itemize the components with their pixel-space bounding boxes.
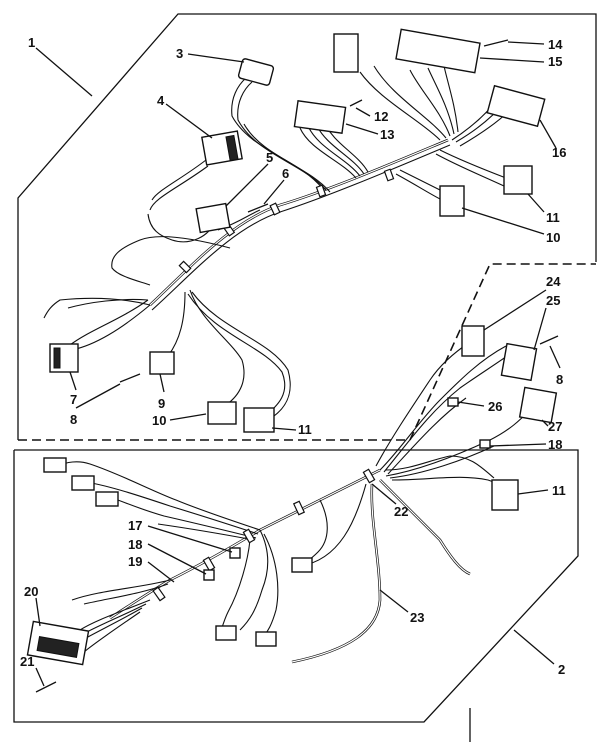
terminal-14 [483,39,509,47]
grommet-26 [447,397,459,407]
callout-18-left: 18 [128,537,142,552]
lower-leader-lines [35,289,561,687]
callout-3: 3 [176,46,183,61]
callout-26: 26 [488,399,502,414]
callout-18-right: 18 [548,437,562,452]
lower-harness-tie-bands [152,468,376,602]
callout-21: 21 [20,654,34,669]
upper-harness-tie-bands [178,168,395,274]
callout-11-right: 11 [546,210,560,225]
callout-11-upper: 11 [298,422,312,437]
callout-4: 4 [157,93,165,108]
lower-harness-wires [57,341,531,664]
clip-17 [229,547,241,559]
callout-24: 24 [546,274,561,289]
callout-10-upper: 10 [152,413,166,428]
callout-1: 1 [28,35,35,50]
connector-mid-1 [215,625,237,641]
callout-17: 17 [128,518,142,533]
connector-tl-3 [95,491,119,507]
connector-11 [243,407,275,433]
callout-8-lower: 8 [556,372,563,387]
clip-18-left [203,569,215,581]
upper-assembly-outline [17,13,597,440]
connector-16 [486,84,546,128]
connector-11-right [503,165,533,195]
subassembly-dashed-divider [18,263,596,441]
callout-23: 23 [410,610,424,625]
terminal-21 [35,681,57,693]
upper-leader-lines [35,41,557,431]
connector-mid-2 [255,631,277,647]
connector-9 [149,351,175,375]
callout-9: 9 [158,396,165,411]
callout-20: 20 [24,584,38,599]
connector-11-lower [491,479,519,511]
terminal-8 [119,373,141,383]
callout-16: 16 [552,145,566,160]
terminal-12 [349,99,363,107]
callout-14: 14 [548,37,563,52]
connector-13 [293,99,347,135]
callout-10-right: 10 [546,230,560,245]
callout-27: 27 [548,419,562,434]
callout-6: 6 [282,166,289,181]
callout-2: 2 [558,662,565,677]
callout-8-upper: 8 [70,412,77,427]
connector-5 [195,202,231,234]
callout-7: 7 [70,392,77,407]
connector-15 [395,28,481,74]
terminal-8-lower [539,335,559,345]
callout-12: 12 [374,109,388,124]
connector-tl-1 [43,457,67,473]
callout-11-lower: 11 [552,483,566,498]
callout-25: 25 [546,293,560,308]
connector-mid-3 [291,557,313,573]
connector-25 [500,342,538,382]
upper-harness-connectors [49,28,546,433]
terminal-6 [247,203,269,213]
connector-24 [461,325,485,357]
connector-14-left [333,33,359,73]
connector-27 [518,386,558,424]
callout-13: 13 [380,127,394,142]
callout-15: 15 [548,54,562,69]
connector-10 [207,401,237,425]
connector-3 [237,58,275,86]
lower-harness-connectors [26,325,559,693]
callout-labels: 1 3 4 5 6 7 8 9 10 11 12 13 14 15 16 11 … [20,35,566,677]
connector-tl-2 [71,475,95,491]
callout-19: 19 [128,554,142,569]
callout-5: 5 [266,150,273,165]
callout-22: 22 [394,504,408,519]
clip-18-right [479,439,491,449]
connector-10-right [439,185,465,217]
